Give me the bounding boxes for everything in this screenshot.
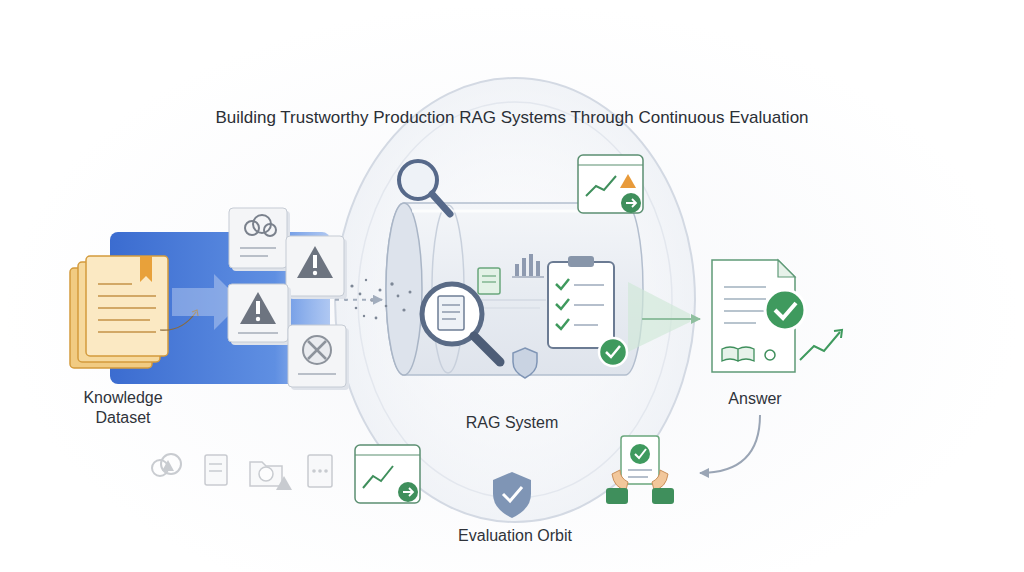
faded-issue-icons [161, 454, 181, 474]
badge-icon [765, 350, 775, 360]
faded-issue-icons [250, 462, 282, 486]
orbit-ring [358, 102, 672, 498]
orbit-ring [335, 78, 695, 522]
faded-issue-icons [324, 469, 328, 473]
faded-issue-icons [259, 467, 273, 481]
issue-cards [253, 215, 271, 233]
node-label: Answer [700, 389, 810, 409]
rag-cylinder [386, 203, 643, 375]
faded-issue-icons [318, 469, 322, 473]
faded-issue-icons [209, 470, 222, 472]
cylinder-highlight [412, 210, 617, 213]
text-line [724, 310, 766, 312]
answer-document: Answer [700, 255, 820, 415]
check-badge [765, 290, 805, 330]
faded-issue-icons [152, 460, 168, 476]
monitor-card [363, 466, 393, 488]
growth-chart-arrow [834, 330, 842, 338]
text-line [724, 322, 756, 324]
faded-issue-icons [308, 455, 332, 487]
rag-cylinder: RAG System [382, 195, 642, 435]
hands-holding-document [628, 476, 648, 478]
dataset-band [110, 232, 330, 384]
check-mark [775, 303, 796, 318]
text-line [724, 298, 766, 300]
node-label: Evaluation Orbit [330, 526, 700, 546]
node-label: RAG System [382, 413, 642, 433]
evaluation-orbit: Evaluation Orbit RAG System [330, 68, 700, 550]
monitor-card [403, 488, 413, 496]
growth-chart-arrow [800, 330, 842, 360]
hands-holding-document [652, 470, 668, 490]
cylinder-ring [432, 205, 464, 373]
dataset-band: Knowledge Dataset [60, 228, 335, 433]
faded-issue-icons [209, 463, 222, 465]
faded-issue-icons [205, 455, 227, 485]
faded-issue-icons [152, 454, 332, 490]
node-label: Knowledge Dataset [68, 388, 178, 428]
diagram-title: Building Trustworthy Production RAG Syst… [0, 108, 1024, 128]
text-line [724, 286, 766, 288]
answer-document [712, 260, 795, 372]
rag-cylinder-outline [382, 195, 642, 435]
page-fold [778, 260, 795, 277]
growth-chart-arrow [800, 332, 840, 360]
faded-issue-icons [162, 460, 174, 471]
faded-issue-icons [276, 476, 292, 490]
hands-holding-document [652, 488, 674, 504]
book-icon [722, 347, 754, 361]
faded-issue-icons [312, 469, 316, 473]
flow-connector [700, 415, 760, 473]
cylinder-opening [386, 203, 422, 375]
